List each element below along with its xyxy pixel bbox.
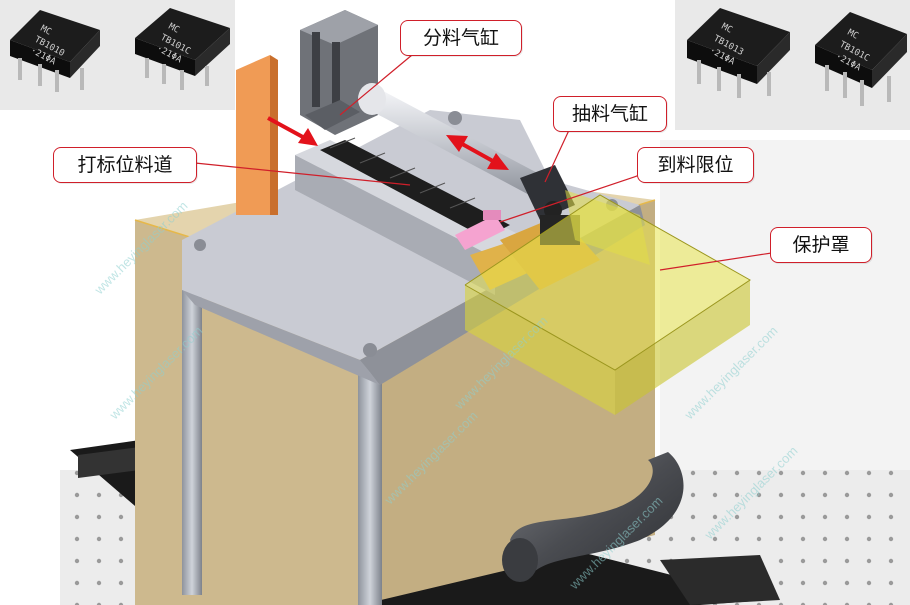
protective-cover-label: 保护罩 (770, 227, 872, 263)
support-poles (182, 250, 382, 605)
leader-lines (194, 54, 779, 271)
chip-3: MC TB1013 ·21ΦA (687, 8, 790, 98)
feed-limit-label: 到料限位 (637, 147, 754, 183)
door-handle (502, 452, 684, 582)
chip-2: MC TB101C ·21ΦA (135, 8, 230, 90)
chip-2-line1: MC (167, 22, 181, 36)
chip-1: MC TB1010 ·21ΦA (10, 10, 100, 92)
motion-arrows (267, 116, 509, 170)
marking-channel-label: 打标位料道 (53, 147, 197, 183)
pull-cylinder-label: 抽料气缸 (553, 96, 667, 132)
chip-4: MC TB101C ·21ΦA (815, 12, 907, 106)
feed-cylinder-label: 分料气缸 (400, 20, 522, 56)
feed-limit-sensor (455, 210, 505, 250)
feed-cylinder-body (300, 10, 378, 135)
chip-1-line1: MC (39, 24, 53, 38)
chip-4-line1: MC (846, 28, 860, 42)
chip-3-line1: MC (720, 22, 734, 36)
orange-bracket (236, 55, 278, 215)
chip-photo-right: MC TB1013 ·21ΦA MC TB101C ·21ΦA (675, 0, 910, 130)
protective-cover (464, 190, 751, 415)
chip-photo-left: MC TB1010 ·21ΦA MC TB101C ·21ΦA (0, 0, 235, 110)
